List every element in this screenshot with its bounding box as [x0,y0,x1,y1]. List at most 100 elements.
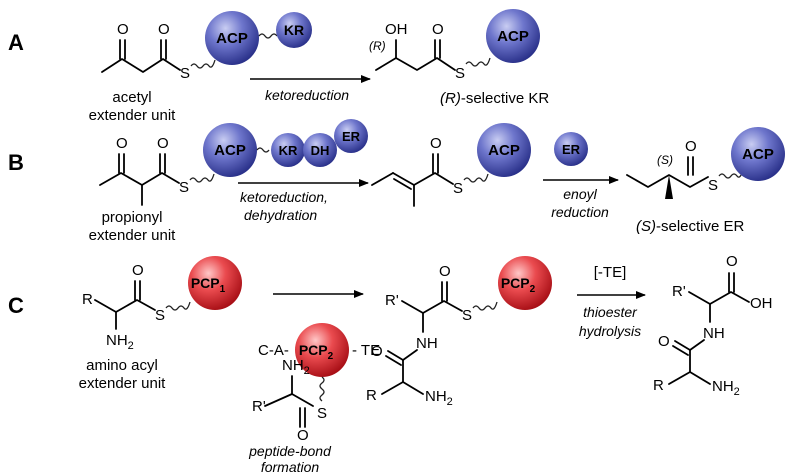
aminoacyl-chain [94,299,156,313]
product-chain [375,57,456,71]
module-oxygen: O [297,427,309,444]
module-amine-subscript: 2 [304,365,310,377]
module-te-text: TE [361,342,380,359]
propionyl-thioester-oxygen: O [157,135,169,152]
kr-label: KR [284,22,304,38]
acetyl-chain [101,58,181,73]
amine-subscript: 2 [128,340,134,352]
dipeptidyl-r: R [366,387,377,404]
dipeptide-amine-bond [689,371,711,385]
product-amide-co-bond-2 [672,345,689,356]
product-wavy-bond [465,57,491,67]
pcp1-text: PCP [191,275,220,291]
b-dh-domain [303,133,337,167]
propionyl-sulfur: S [179,179,189,196]
dipeptidyl-amine: NH2 [425,388,453,408]
r-stereo-label: (R) [369,39,386,53]
pcp2-subscript: 2 [530,284,536,295]
s-product-acp-label: ACP [742,146,774,163]
kr-domain [276,12,312,48]
c-arrow2-label-line1: thioester [583,304,638,320]
module-c-a: C-A- [258,342,289,359]
wedge-bond [665,175,673,199]
propionyl-wavy-bond [189,173,215,183]
thioester-oxygen: O [158,21,170,38]
aminoacyl-label-line2: extender unit [79,375,167,392]
propionyl-ketone-oxygen: O [116,135,128,152]
aminoacyl-oxygen: O [132,262,144,279]
s-selective-prefix: (S) [636,218,656,235]
b-dh-label: DH [311,143,330,158]
product-amide-co-bond-1 [674,340,691,351]
acid-oxygen: O [726,253,738,270]
product-amide-oxygen: O [658,333,670,350]
s-selective-suffix: -selective ER [656,218,745,235]
propionyl-chain [99,172,180,186]
c-arrow1-label-line2: formation [261,459,320,473]
enoyl-double-bond-1 [392,172,415,186]
s-methyl-acp-product: O (S) S ACP [626,127,785,199]
pcp2-domain [498,256,552,310]
acp-kr-linker [258,33,278,39]
enoyl-double-bond-2 [393,178,412,190]
dipeptide-amine-subscript: 2 [734,386,740,398]
panel-b: B O O S ACP KR DH ER propionyl extender … [8,119,785,244]
amide-co-bond-1 [387,350,404,361]
b-acp-kr-linker [256,147,270,153]
module-wavy-bond [319,376,325,402]
s-selective-er-label: (S)-selective ER [636,218,745,235]
dipeptidyl-r-bond [381,381,404,395]
aminoacyl-amine: NH2 [106,332,134,352]
dipeptidyl-amine-subscript: 2 [447,396,453,408]
aminoacyl-pcp-structure: R O S NH2 PCP1 [82,256,242,352]
amide-co-bond-2 [385,355,402,366]
acp-label: ACP [216,30,248,47]
wavy-bond [190,59,216,69]
pcp1-subscript: 1 [220,284,226,295]
acetyl-acp-structure: O O S ACP KR [101,11,312,82]
product-acp-domain [486,9,540,63]
enoyl-carbonyl-chain [413,172,454,186]
dipeptidyl-pcp-structure: R' O S PCP2 NH O R NH2 [366,256,552,408]
dipeptide-amine: NH2 [712,378,740,398]
acid-oh: OH [750,295,773,312]
acp-domain [205,11,259,65]
dipeptidyl-r-prime: R' [385,292,399,309]
module-r-prime: R' [252,398,266,415]
r-selective-kr-label: (R)-selective KR [440,90,549,107]
dipeptidyl-wavy-bond [472,301,498,311]
aminoacyl-sulfur: S [155,307,165,324]
s-product-acp-domain [731,127,785,181]
dipeptidyl-sulfur: S [462,307,472,324]
b-acp-domain [203,123,257,177]
enoyl-sulfur: S [453,180,463,197]
er-enzyme-label: ER [562,142,581,157]
dipeptidyl-chain [401,300,463,314]
dipeptidyl-oxygen: O [439,263,451,280]
dipeptide-r-bond [668,371,691,385]
aminoacyl-label-line1: amino acyl [86,357,158,374]
b-kr-label: KR [279,143,298,158]
sulfur-atom: S [180,65,190,82]
b-acp-label: ACP [214,142,246,159]
aminoacyl-wavy-bond [165,301,191,311]
c-r-group: R [82,291,93,308]
module-sulfur: S [317,405,327,422]
dipeptide-nh: NH [703,325,725,342]
module-te: - TE [352,342,380,359]
panel-label-a: A [8,30,24,55]
pcp1-domain [188,256,242,310]
c-arrow2-label-line2: hydrolysis [579,323,641,339]
product-amide-n-bond [689,339,705,351]
dipeptide-product: R' O OH NH O R NH2 [653,253,773,398]
panel-label-c: C [8,293,24,318]
enoyl-acp-intermediate: O S ACP [371,123,531,207]
dipeptidyl-nh: NH [416,335,438,352]
module-pcp2-subscript: 2 [328,351,334,362]
module-pcp2-text: PCP [299,342,328,358]
r-selective-prefix: (R) [440,90,461,107]
enoyl-wavy-bond [463,173,489,183]
b-er-label: ER [342,129,361,144]
b-arrow1-label-line1: ketoreduction, [240,189,328,205]
